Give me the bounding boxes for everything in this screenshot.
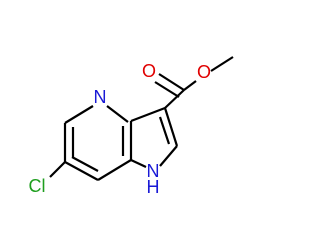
bond-n1-c7a [130, 159, 147, 168]
bond-c7a-c8 [97, 159, 132, 181]
bond-carbonyl-o-ester [183, 80, 197, 91]
atom-n-pyrrole: N [147, 161, 160, 181]
bond-c8-c7-inner [71, 156, 99, 172]
atom-cl: Cl [29, 176, 46, 196]
bond-c2-n1 [159, 145, 178, 167]
bond-c6-n [64, 105, 94, 124]
bond-c7-cl [49, 161, 66, 178]
atom-o-carbonyl: O [142, 61, 156, 81]
bond-carbonyl-o-double-a [158, 73, 185, 91]
atom-h-pyrrole: H [147, 177, 160, 197]
bonds [49, 56, 234, 181]
atom-n-pyridine: N [94, 87, 107, 107]
atom-o-ester: O [197, 62, 211, 82]
bond-carbonyl-o-double-b [154, 81, 180, 98]
bond-c3-carbonyl [164, 89, 185, 109]
bond-c3-c2 [163, 107, 179, 147]
bond-c8-c7 [64, 161, 99, 181]
bond-c3-c2-inner [158, 116, 171, 145]
bond-c3a-c3 [130, 106, 166, 123]
bond-o-methyl [210, 56, 234, 72]
atom-labels: N O O Cl N H [29, 61, 212, 197]
molecule-structure: N O O Cl N H [29, 56, 234, 197]
bond-n-c3a [106, 105, 129, 123]
